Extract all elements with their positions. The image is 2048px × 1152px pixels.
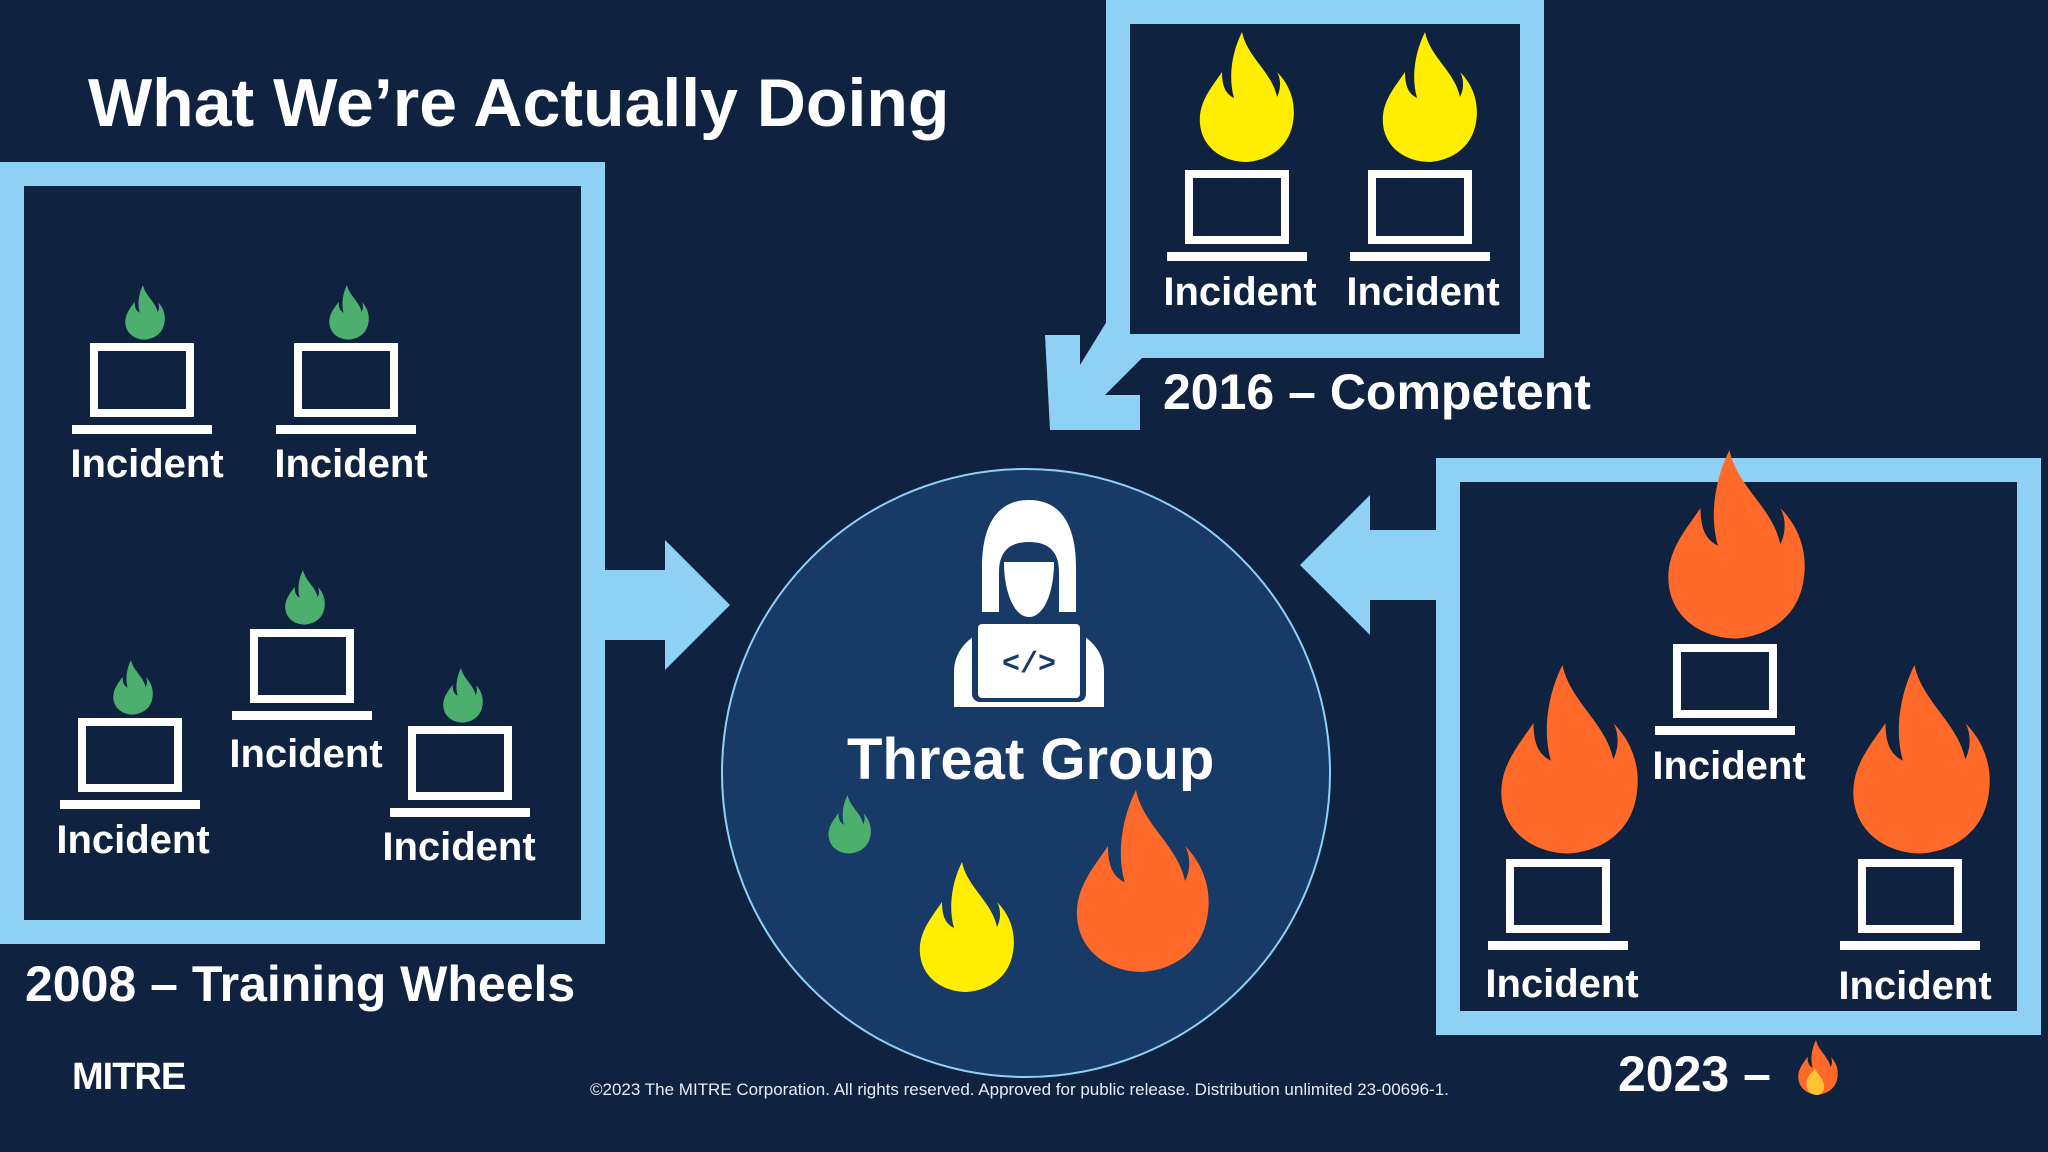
flame-icon <box>1167 32 1317 262</box>
flame-icon <box>232 570 382 725</box>
incident-label: Incident <box>229 732 383 776</box>
incident-label: Incident <box>1838 964 1992 1008</box>
incident-label: Incident <box>1652 744 1806 788</box>
flame-icon <box>72 285 222 435</box>
flame-icon <box>1655 450 1805 740</box>
incident-label: Incident <box>56 818 210 862</box>
incident-label: Incident <box>1346 270 1500 314</box>
incident-label: Incident <box>382 825 536 869</box>
yellow-flame-icon <box>919 862 1014 992</box>
mitre-logo: MITRE <box>72 1056 186 1098</box>
flame-icon <box>276 285 426 435</box>
caption-2008: 2008 – Training Wheels <box>25 956 576 1012</box>
caption-2023: 2023 – <box>1618 1046 1771 1102</box>
orange-flame-icon <box>1076 790 1209 972</box>
flame-icon <box>1350 32 1500 262</box>
caption-2016: 2016 – Competent <box>1163 364 1591 420</box>
threat-group-label: Threat Group <box>847 727 1215 792</box>
slide-title: What We’re Actually Doing <box>88 65 950 141</box>
arrow-left-icon <box>1300 495 1440 635</box>
incident-label: Incident <box>1485 962 1639 1006</box>
flame-icon <box>1488 665 1638 955</box>
code-glyph: </> <box>1002 648 1056 682</box>
panel-training-wheels <box>0 162 605 944</box>
flame-icon <box>60 660 210 810</box>
footer-copyright: ©2023 The MITRE Corporation. All rights … <box>590 1080 1449 1099</box>
incident-label: Incident <box>274 442 428 486</box>
green-flame-icon <box>828 795 871 854</box>
flame-icon <box>390 668 540 818</box>
arrow-right-icon <box>600 540 730 670</box>
hacker-laptop-icon: </> <box>954 500 1104 707</box>
incident-label: Incident <box>70 442 224 486</box>
flame-icon <box>1840 665 1990 955</box>
fire-emoji-icon <box>1798 1040 1838 1095</box>
incident-label: Incident <box>1163 270 1317 314</box>
